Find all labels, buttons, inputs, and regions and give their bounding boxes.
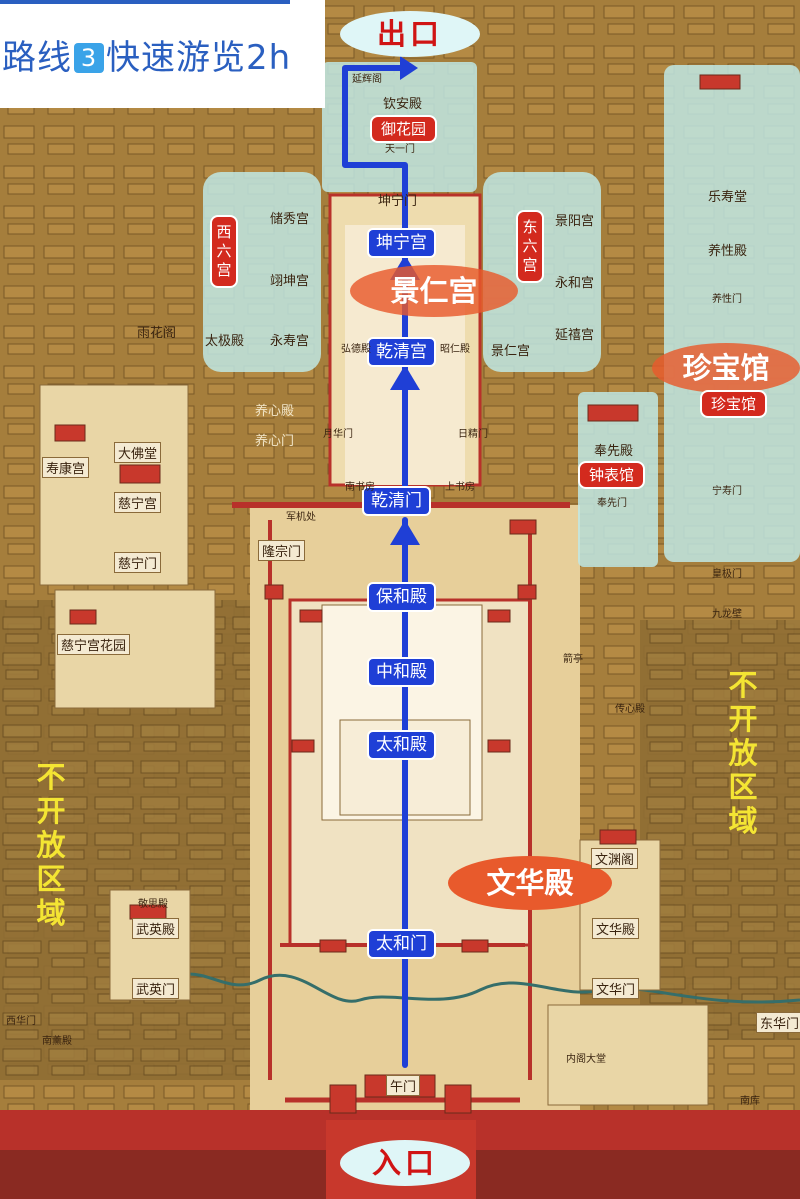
stop-zhonghe-hall: 中和殿 [367,657,436,687]
label-yangxin-gate: 养心门 [255,434,295,449]
label-wuying-gate: 武英门 [132,978,180,999]
label-jingren-palace: 景仁宫 [491,344,531,359]
closed-area-west: 不开放区域 [36,760,66,930]
callout-treasure-gallery: 珍宝馆 [652,343,800,393]
label-hongde-hall: 弘德殿 [341,344,371,355]
stop-baohe-hall: 保和殿 [367,582,436,612]
label-yonghe-palace: 永和宫 [555,276,595,291]
label-fengxian-gate: 奉先门 [597,498,627,509]
label-taiji-hall: 太极殿 [205,334,245,349]
label-nanxun-hall: 南薰殿 [42,1036,72,1047]
stop-qianqing-gate: 乾清门 [362,486,431,516]
entrance-label: 入口 [340,1140,470,1186]
label-cining-gate: 慈宁门 [114,552,162,573]
label-fengxian-hall: 奉先殿 [594,444,634,459]
label-huangji-gate: 皇极门 [712,569,742,580]
label-jingsi-hall: 敬思殿 [138,899,168,910]
label-military-office: 军机处 [286,512,316,523]
label-buddha-hall: 大佛堂 [114,442,162,463]
tag-west-six-palaces: 西六宫 [210,215,238,288]
label-yangxing-hall: 养性殿 [708,244,748,259]
route-title-text: 路线 [2,38,72,78]
label-wumen: 午门 [386,1075,421,1096]
title-panel [0,0,325,108]
label-yuhua-pavilion: 雨花阁 [137,326,177,341]
callout-wenhua-hall: 文华殿 [448,856,612,910]
label-wenhua-gate: 文华门 [592,978,640,999]
exit-label: 出口 [340,11,480,57]
label-archery-pavilion: 箭亭 [563,654,583,665]
label-yikun-palace: 翊坤宫 [270,274,310,289]
label-jingyang-palace: 景阳宫 [555,214,595,229]
tag-treasure-gallery: 珍宝馆 [700,390,768,418]
label-rijing-gate: 日精门 [458,429,488,440]
label-south-study: 南书房 [345,482,375,493]
callout-jingren-palace: 景仁宫 [350,265,518,317]
label-qinan-hall: 钦安殿 [383,97,423,112]
label-kunning-gate: 坤宁门 [378,194,418,209]
tag-imperial-garden: 御花园 [370,115,438,143]
label-chuanxin-hall: 传心殿 [615,704,645,715]
label-upper-study: 上书房 [445,482,475,493]
label-wuying-hall: 武英殿 [132,918,180,939]
label-cining-palace: 慈宁宫 [114,492,162,513]
route-number-badge: 3 [74,43,104,73]
label-nine-dragon-wall: 九龙壁 [712,609,742,620]
stop-qianqing-palace: 乾清宫 [367,337,436,367]
label-tianyi-gate: 天一门 [385,144,415,155]
tag-clock-gallery: 钟表馆 [578,461,646,489]
title-accent-bar [0,0,290,4]
label-yanxi-palace: 延禧宫 [555,328,595,343]
label-nanku: 南库 [740,1096,760,1107]
label-leshou-hall: 乐寿堂 [708,190,748,205]
label-longzong-gate: 隆宗门 [258,540,306,561]
label-yangxin-hall: 养心殿 [255,404,295,419]
label-yongshou-palace: 永寿宫 [270,334,310,349]
route-title-rest: 快速游览2h [106,38,292,78]
label-wenyuan-pavilion: 文渊阁 [591,848,639,869]
stop-taihe-hall: 太和殿 [367,730,436,760]
tag-east-six-palaces: 东六宫 [516,210,544,283]
label-xihua-gate: 西华门 [6,1016,36,1027]
label-donghua-gate: 东华门 [756,1012,800,1033]
stop-kunning-palace: 坤宁宫 [367,228,436,258]
label-yuehua-gate: 月华门 [323,429,353,440]
label-wenhua-hall: 文华殿 [592,918,640,939]
label-ningshou-gate: 宁寿门 [712,486,742,497]
label-shoukang-palace: 寿康宫 [42,457,90,478]
closed-area-east: 不开放区域 [728,668,758,838]
label-chuxiu-palace: 储秀宫 [270,212,310,227]
label-yanhui-pavilion: 延辉阁 [352,74,382,85]
label-zhaoren-hall: 昭仁殿 [440,344,470,355]
label-yangxing-gate: 养性门 [712,294,742,305]
label-neige-hall: 内阁大堂 [566,1054,606,1065]
stop-taihe-gate: 太和门 [367,929,436,959]
label-cining-garden: 慈宁宫花园 [57,634,131,655]
